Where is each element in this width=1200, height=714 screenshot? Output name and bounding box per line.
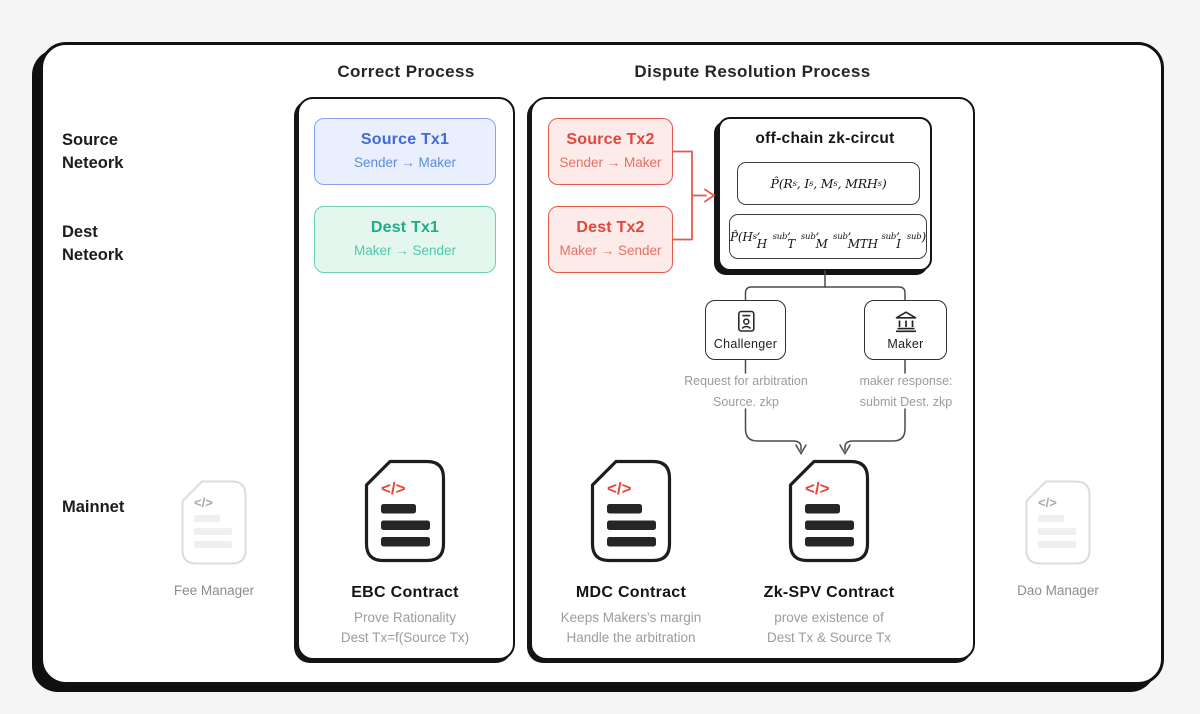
id-badge-icon <box>737 310 755 332</box>
code-glyph: </> <box>805 479 830 498</box>
mdc-desc-line: Keeps Makers's margin <box>560 610 702 625</box>
code-glyph: </> <box>381 479 406 498</box>
challenger-note-line: Request for arbitration <box>684 374 808 388</box>
dest-tx2-title: Dest Tx2 <box>576 219 645 236</box>
zkspv-contract-name: Zk-SPV Contract <box>763 584 895 601</box>
ebc-contract-icon: </> <box>364 459 446 563</box>
challenger-label: Challenger <box>713 337 778 351</box>
maker-note-line: maker response: <box>859 374 953 388</box>
source-tx1-box: Source Tx1 Sender → Maker <box>314 118 496 185</box>
row-label-line: Neteork <box>62 154 124 172</box>
challenger-box: Challenger <box>705 300 786 360</box>
source-tx1-subtitle: Sender → Maker <box>353 155 457 170</box>
zkspv-contract-desc: prove existence of Dest Tx & Source Tx <box>729 608 929 648</box>
source-tx2-box: Source Tx2 Sender → Maker <box>548 118 673 185</box>
challenger-note-line: Source. zkp <box>712 395 779 409</box>
ebc-contract-desc: Prove Rationality Dest Tx=f(Source Tx) <box>305 608 505 648</box>
mdc-contract-icon: </> <box>590 459 672 563</box>
dest-tx1-title: Dest Tx1 <box>370 219 440 236</box>
source-tx2-title: Source Tx2 <box>566 131 655 148</box>
dao-manager-label: Dao Manager <box>1017 583 1099 598</box>
dest-tx1-subtitle: Maker → Sender <box>353 243 457 258</box>
zkspv-desc-line: prove existence of <box>774 610 884 625</box>
row-label-line: Neteork <box>62 246 124 264</box>
dest-tx1-box: Dest Tx1 Maker → Sender <box>314 206 496 273</box>
dispute-process-title: Dispute Resolution Process <box>634 62 871 81</box>
maker-label: Maker <box>887 337 924 351</box>
source-tx1-title: Source Tx1 <box>360 131 450 148</box>
maker-note-line: submit Dest. zkp <box>859 395 953 409</box>
row-label-mainnet: Mainnet <box>62 498 125 516</box>
ebc-contract-name: EBC Contract <box>351 584 459 601</box>
mdc-contract-desc: Keeps Makers's margin Handle the arbitra… <box>531 608 731 648</box>
mdc-desc-line: Handle the arbitration <box>566 630 696 645</box>
row-label-line: Dest <box>62 223 98 241</box>
row-label-dest-network: Dest Neteork <box>62 221 123 267</box>
zk-circuit-title: off-chain zk-circut <box>755 130 895 147</box>
correct-process-box <box>297 97 515 660</box>
source-tx2-subtitle: Sender → Maker <box>559 155 662 170</box>
maker-note: maker response: submit Dest. zkp <box>830 371 982 413</box>
zkspv-desc-line: Dest Tx & Source Tx <box>766 630 892 645</box>
row-label-source-network: Source Neteork <box>62 129 123 175</box>
fee-manager-label: Fee Manager <box>173 583 255 598</box>
challenger-note: Request for arbitration Source. zkp <box>670 371 822 413</box>
dest-tx2-box: Dest Tx2 Maker → Sender <box>548 206 673 273</box>
correct-process-title: Correct Process <box>337 62 475 81</box>
dest-tx2-subtitle: Maker → Sender <box>559 243 662 258</box>
dao-manager-icon: </> <box>1025 480 1091 565</box>
fee-manager-icon: </> <box>181 480 247 565</box>
ebc-desc-line: Dest Tx=f(Source Tx) <box>340 630 470 645</box>
mdc-contract-name: MDC Contract <box>575 584 687 601</box>
row-label-line: Source <box>62 131 118 149</box>
maker-box: Maker <box>864 300 947 360</box>
code-glyph: </> <box>1038 495 1057 510</box>
bank-icon <box>895 311 916 333</box>
ebc-desc-line: Prove Rationality <box>353 610 457 625</box>
zkspv-contract-icon: </> <box>788 459 870 563</box>
code-glyph: </> <box>607 479 632 498</box>
code-glyph: </> <box>194 495 213 510</box>
